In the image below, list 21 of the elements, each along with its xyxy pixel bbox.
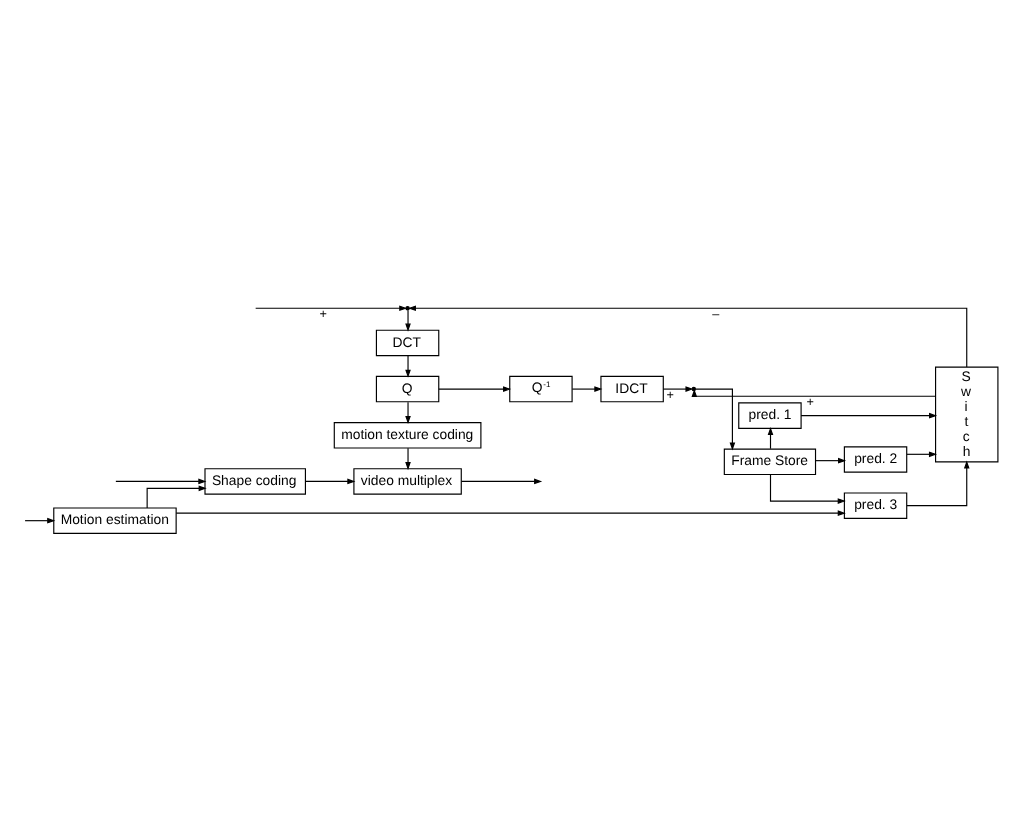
arrow: [799, 411, 937, 418]
arrow: [459, 477, 542, 484]
arrow: [437, 385, 511, 391]
arrow: [768, 473, 845, 503]
arrow: [905, 459, 969, 506]
arrow: [303, 477, 355, 484]
node-point: [690, 385, 696, 391]
arrow: [404, 400, 410, 423]
arrow: [114, 477, 206, 491]
arrow: [404, 446, 410, 470]
arrow: [661, 385, 693, 391]
arrow: [404, 354, 410, 377]
arrow: [23, 516, 55, 523]
arrow: [174, 509, 845, 515]
arrow: [145, 477, 206, 508]
arrow: [694, 387, 735, 450]
arrow: [570, 385, 602, 391]
arrow: [690, 388, 936, 397]
node-point: [404, 305, 409, 310]
arrow: [905, 450, 937, 457]
arrow: [814, 456, 846, 463]
